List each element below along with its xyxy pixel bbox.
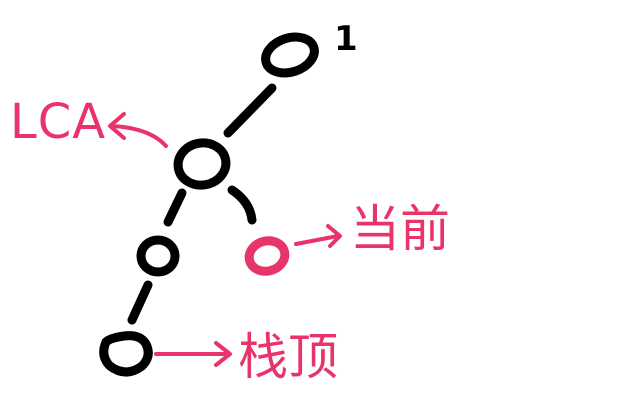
stack-top-label: 栈顶: [238, 328, 338, 386]
node-lca: [173, 138, 231, 190]
edge-root-to-lca-seg1: [223, 83, 277, 138]
lca-arrow-icon: [108, 112, 168, 148]
node-left-child: [136, 235, 180, 277]
current-arrow-icon: [294, 224, 342, 248]
stack-top-arrow-icon: [154, 341, 232, 367]
node-root: [261, 32, 319, 78]
edge-lca-to-current: [227, 185, 257, 225]
node-current: [244, 236, 290, 276]
root-label: 1: [334, 19, 358, 59]
node-stack-top: [99, 331, 153, 377]
edge-left-to-stacktop: [127, 280, 153, 325]
current-label: 当前: [350, 200, 450, 258]
edge-lca-to-left-seg1: [163, 188, 187, 227]
tree-edges: [127, 83, 277, 325]
lca-label: LCA: [10, 94, 106, 150]
tree-nodes: [99, 32, 319, 377]
